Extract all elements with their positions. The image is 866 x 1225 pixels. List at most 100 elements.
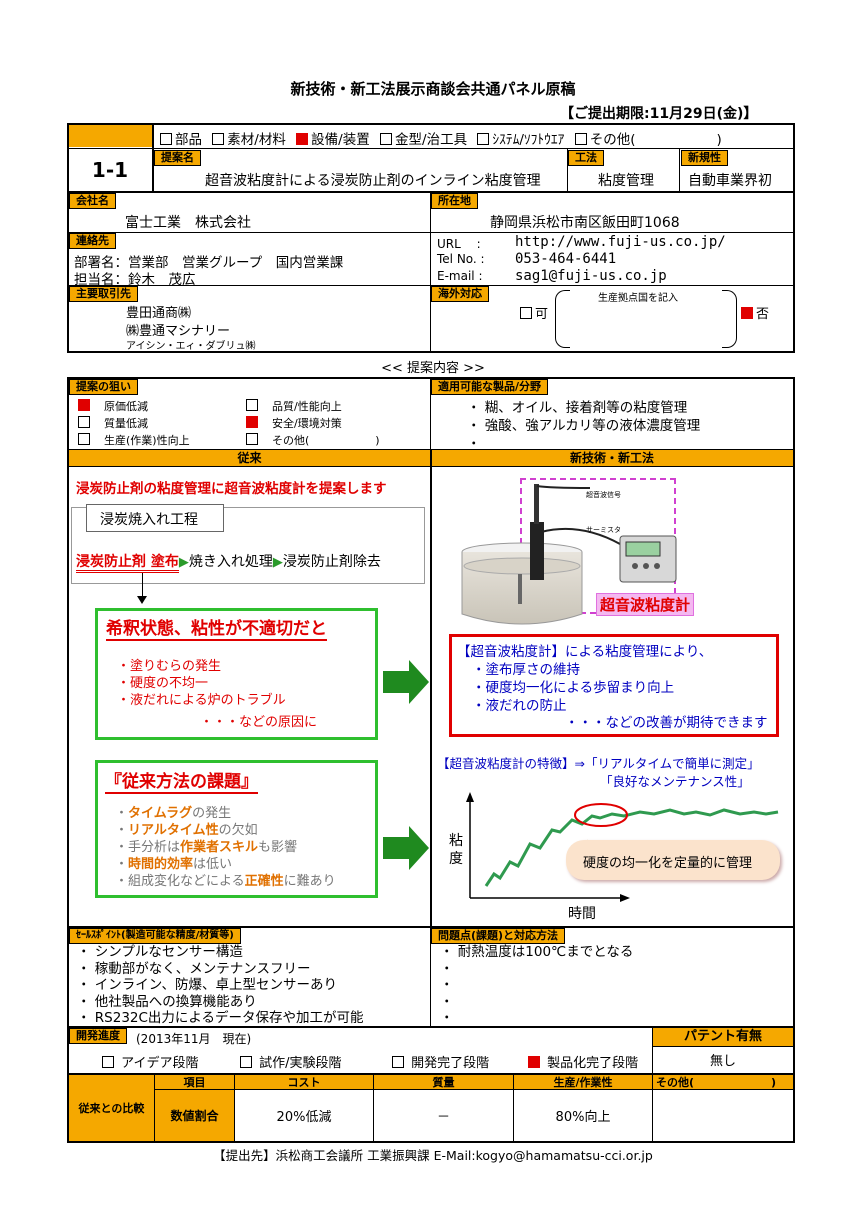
aim-cost: 原価低減 [78,398,148,414]
new-method-header: 新技術・新工法 [431,450,793,467]
compare-header-other: その他( ) [656,1076,777,1089]
process-step-1: 浸炭防止剤 塗布 [76,554,179,573]
viscometer-illustration [461,484,677,625]
checkbox [78,416,90,428]
overseas-no: 否 [741,303,769,322]
checkbox [212,133,225,145]
triangle-right-icon: ▶ [178,555,189,570]
benefit-1: ・塗布厚さの維持 [472,662,580,678]
sales-list: ・ シンプルなセンサー構造・ 稼動部がなく、メンテナンスフリー・ インライン、防… [77,944,364,1027]
triangle-right-icon: ▶ [272,555,283,570]
bracket-right [722,290,737,348]
address: 静岡県浜松市南区飯田町1068 [490,215,680,231]
patent-value: 無し [709,1054,736,1069]
checkbox [102,1056,114,1068]
method-label: 工法 [568,150,604,166]
sales-label: ｾｰﾙｽﾎﾟｲﾝﾄ(製造可能な精度/材質等) [69,928,241,944]
issue-title: 『従来方法の課題』 [105,767,258,794]
device-name: 超音波粘度計 [596,593,695,616]
aim-safety: 安全/環境対策 [246,415,342,431]
category-material: 素材/材料 [212,132,286,148]
aim-weight: 質量低減 [78,415,148,431]
highlight-circle [574,803,628,827]
sales-point: ・ 稼動部がなく、メンテナンスフリー [77,960,311,977]
category-equipment: 設備/装置 [296,132,370,148]
compare-weight: － [436,1110,450,1125]
department: 部署名：営業部 営業グループ 国内営業課 [74,255,344,271]
sales-point: ・ RS232C出力によるデータ保存や加工が可能 [77,1010,364,1026]
content-frame [67,377,795,1143]
novelty-value: 自動車業界初 [688,173,772,189]
email-link[interactable]: sag1@fuji-us.co.jp [515,268,667,284]
applicable-label: 適用可能な製品/分野 [431,379,549,395]
issue-item: ・タイムラグの発生 [115,806,232,821]
problem-point: ・ [440,977,454,993]
checkbox [392,1056,404,1068]
dev-stage-prototype: 試作/実験段階 [240,1052,342,1071]
proposal-label: 提案名 [154,150,201,166]
client-1: 豊田通商㈱ [126,306,192,321]
overseas-label: 海外対応 [431,286,489,302]
problem-tail: ・・・などの原因に [200,715,318,730]
process-step-2: 焼き入れ処理 [188,554,273,570]
problem-box [95,608,378,740]
url-link[interactable]: http://www.fuji-us.co.jp/ [515,234,726,250]
sales-point: ・ インライン、防爆、卓上型センサーあり [77,977,337,993]
device-label-thermistor: サーミスタ [586,526,621,534]
novelty-label: 新規性 [681,150,728,166]
checkbox-checked [296,133,309,145]
submission-info: 【提出先】浜松商工会議所 工業振興課 E-Mail:kogyo@hamamats… [213,1148,653,1163]
benefit-box [449,634,779,737]
device-label-signal: 超音波信号 [586,491,621,499]
category-other: その他( ) [574,132,722,148]
problem-title: 希釈状態、粘性が不適切だと [106,614,327,641]
checkbox [520,307,532,319]
x-axis-label: 時間 [568,906,596,922]
compare-header-bg [154,1075,793,1089]
issue-item: ・手分析は作業者スキルも影響 [115,840,298,855]
process-title-box [86,504,224,532]
patent-label: パテント有無 [653,1028,793,1047]
checkbox [246,399,258,411]
feature-line-2: 「良好なメンテナンス性」 [600,774,750,789]
issue-box [95,760,378,898]
conventional-header: 従来 [69,450,430,467]
compare-header-weight: 質量 [432,1076,455,1089]
tel-value: 053-464-6441 [515,251,617,267]
issue-item: ・時間的効率は低い [115,857,233,872]
graph-callout: 硬度の均一化を定量的に管理 [583,856,753,871]
address-label: 所在地 [431,193,478,209]
problem-item-3: ・液だれによる炉のトラブル [117,693,286,708]
callout-bubble [566,840,780,880]
dev-date: (2013年11月 現在) [136,1032,252,1046]
dev-label: 開発進度 [69,1028,127,1044]
issue-item: ・リアルタイム性の欠如 [115,823,258,838]
aim-other: その他( ) [246,432,380,448]
panel-number: 1-1 [91,158,129,182]
compare-label-bg [69,1075,154,1141]
dev-stage-product: 製品化完了段階 [528,1052,638,1071]
problem-point: ・ 耐熱温度は100℃までとなる [440,944,634,960]
compare-productivity: 80%向上 [555,1110,611,1125]
aim-productivity: 生産(作業)性向上 [78,432,190,448]
checkbox-checked [741,307,753,319]
category-system: ｼｽﾃﾑ/ｿﾌﾄｳｴｱ [477,132,564,148]
applicable-1: ・ 糊、オイル、接着剤等の粘度管理 [467,400,688,416]
person: 担当名：鈴木 茂広 [74,272,196,288]
compare-other [653,1090,793,1141]
compare-cost: 20%低減 [276,1110,332,1125]
checkbox-checked [528,1056,540,1068]
url-label: URL : [437,237,481,251]
applicable-2: ・ 強酸、強アルカリ等の液体濃度管理 [467,418,701,434]
category-row: 部品 素材/材料 設備/装置 金型/治工具 ｼｽﾃﾑ/ｿﾌﾄｳｴｱ その他( ) [160,128,722,148]
compare-header-item: 項目 [183,1076,206,1089]
benefit-tail: ・・・などの改善が期待できます [565,715,768,731]
checkbox [246,433,258,445]
checkbox [380,133,393,145]
client-3: アイシン・エィ・ダブリュ㈱ [126,341,256,352]
email-label: E-mail : [437,269,483,283]
checkbox-checked [246,416,258,428]
issue-item: ・組成変化などによる正確性に難あり [115,874,336,889]
process-box [71,507,425,584]
compare-label: 従来との比較 [78,1102,145,1115]
